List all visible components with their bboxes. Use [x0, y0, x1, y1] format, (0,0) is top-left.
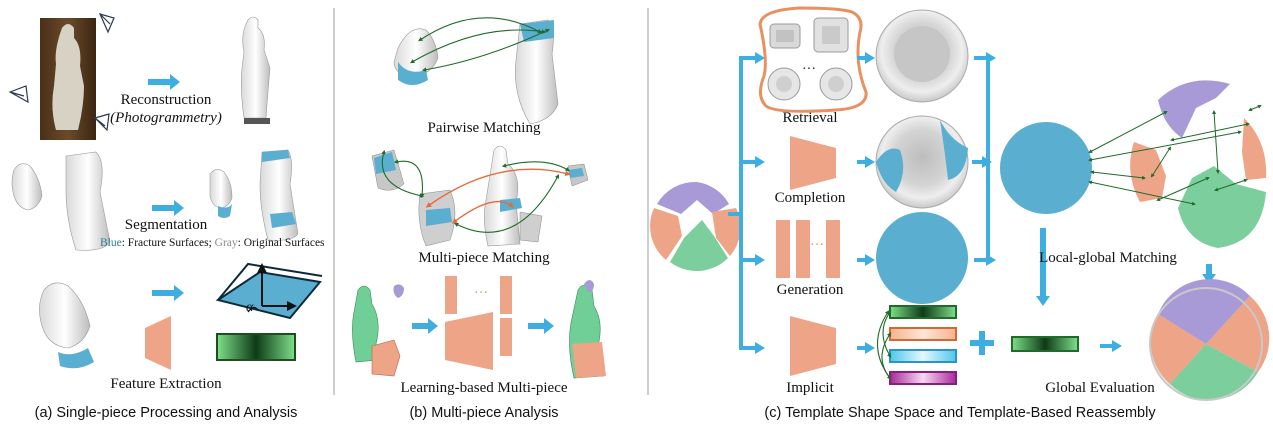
legend-gray-key: Gray: [214, 237, 238, 249]
arrow-feature: [152, 285, 184, 301]
caption-b: (b) Multi-piece Analysis: [409, 405, 559, 421]
completion-label: Completion: [774, 190, 846, 206]
reconstruction-label: Reconstruction: [120, 92, 212, 108]
torso-piece: [65, 151, 111, 251]
gen-block-2: [500, 276, 512, 314]
global-feature-bar: [1011, 336, 1079, 352]
feature-blue: [889, 349, 957, 363]
feature-green: [889, 305, 957, 319]
arrow-down-right: [1202, 264, 1216, 284]
arrow-learning-out: [528, 318, 554, 334]
generation-block-2: [796, 220, 810, 278]
green-statue-piece: [352, 285, 379, 363]
caption-c: (c) Template Shape Space and Template-Ba…: [764, 405, 1156, 421]
legend-blue-text: : Fracture Surfaces;: [121, 237, 215, 249]
generation-label: Generation: [776, 282, 844, 298]
arrow-reconstruction: [148, 74, 180, 90]
generation-ellipsis: ···: [810, 238, 824, 253]
feature-orange: [889, 327, 957, 341]
branch-arrows: [728, 52, 765, 354]
implicit-encoder: [790, 316, 836, 376]
implicit-label: Implicit: [786, 380, 834, 396]
fracture-plane: [215, 270, 322, 320]
feature-extraction-label: Feature Extraction: [110, 376, 222, 392]
learning-ellipsis: ···: [474, 286, 488, 301]
reconstructed-statue: [241, 16, 271, 119]
head-fragment: [39, 282, 91, 349]
template-plate: [1000, 122, 1092, 214]
camera-icon: [8, 13, 115, 132]
segmentation-label: Segmentation: [124, 217, 208, 233]
generated-plate: [876, 212, 968, 304]
learning-label: Learning-based Multi-piece: [400, 380, 568, 396]
legend-gray-text: : Original Surfaces: [237, 237, 325, 249]
head-piece: [11, 163, 43, 211]
generation-block-3: [826, 220, 840, 278]
retrieval-database: [758, 6, 868, 113]
caption-a: (a) Single-piece Processing and Analysis: [34, 405, 298, 421]
surface-legend: Blue: Fracture Surfaces; Gray: Original …: [100, 237, 325, 249]
encoder-trapezoid: [145, 316, 171, 370]
feature-bar: [216, 333, 296, 361]
completion-encoder: [790, 136, 836, 190]
learning-encoder: [445, 312, 493, 370]
generation-block-1: [776, 220, 790, 278]
legend-blue-key: Blue: [100, 237, 122, 249]
photogrammetry-label: (Photogrammetry): [110, 110, 222, 126]
matching-fragments: [1130, 80, 1267, 248]
arrow-down-left: [1036, 228, 1050, 306]
arrow-learning-in: [412, 318, 438, 334]
reassembled-plate: [1149, 279, 1270, 401]
pairwise-label: Pairwise Matching: [427, 120, 541, 136]
retrieval-label: Retrieval: [782, 110, 838, 126]
gen-block-1: [445, 276, 457, 314]
multipiece-label: Multi-piece Matching: [418, 250, 550, 266]
input-broken-plate: [650, 181, 741, 272]
local-global-label: Local-global Matching: [1039, 250, 1177, 266]
retrieval-ellipsis: ···: [802, 62, 816, 77]
global-eval-label: Global Evaluation: [1045, 380, 1155, 396]
arrow-segmentation: [152, 200, 184, 216]
feature-purple: [889, 371, 957, 385]
angle-label: α: [246, 300, 254, 315]
